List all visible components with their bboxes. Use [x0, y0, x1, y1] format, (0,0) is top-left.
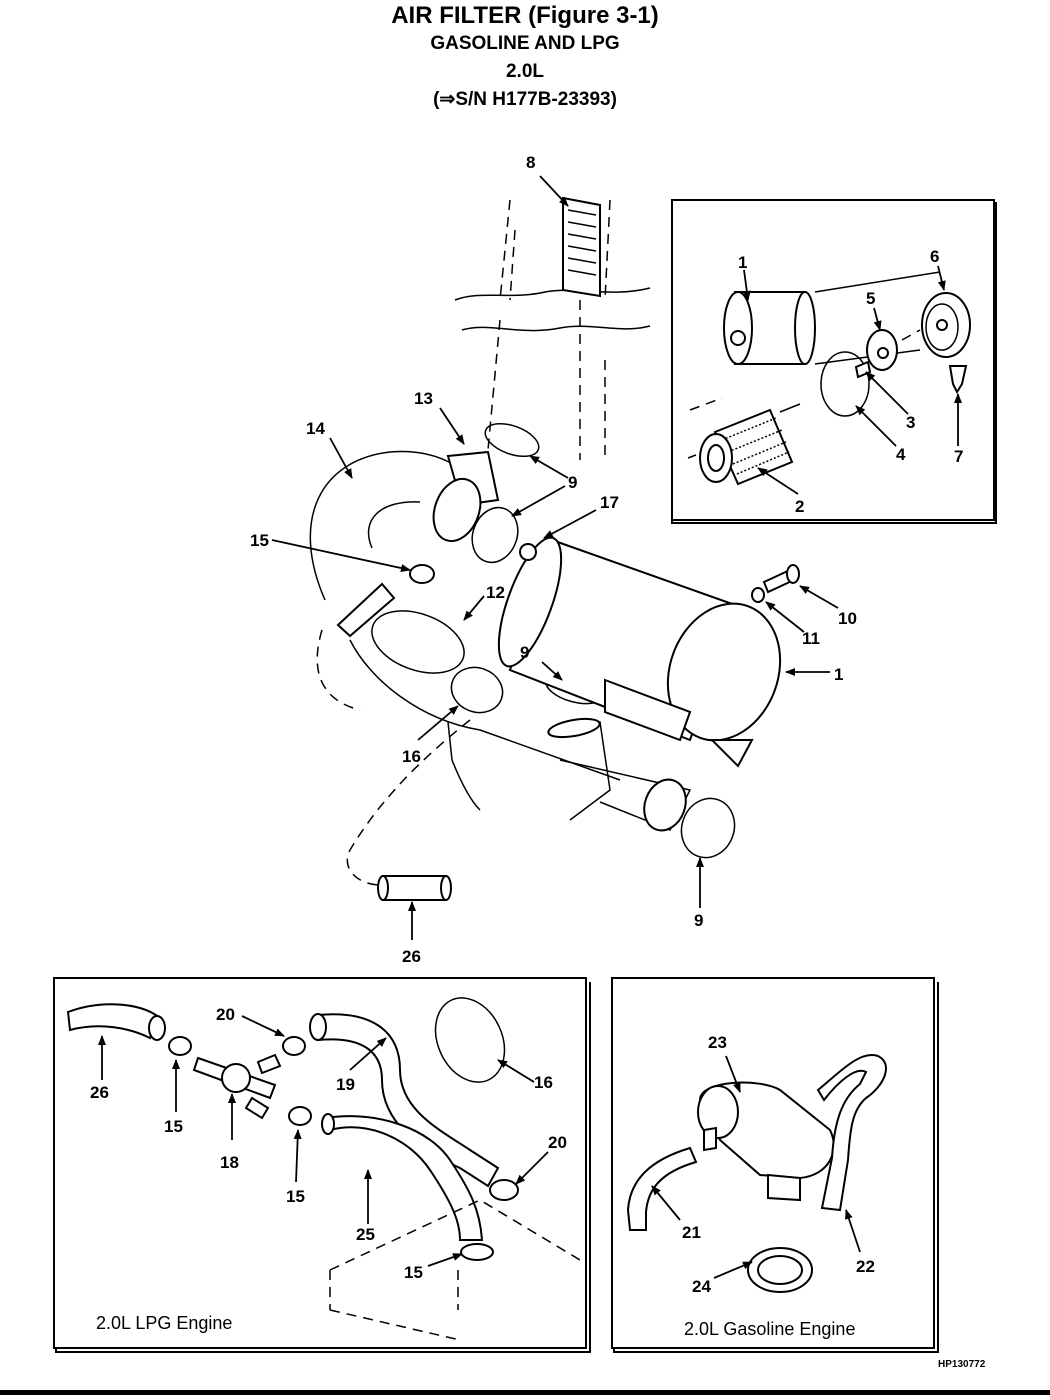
- drain-tube: [377, 875, 452, 901]
- air-adapter: [697, 1081, 835, 1202]
- outlet-pipe: [349, 639, 692, 832]
- lpg-callout-20a: 20: [216, 1005, 235, 1024]
- lpg-callout-15a: 15: [164, 1117, 183, 1136]
- callout-1-main: 1: [834, 665, 843, 684]
- callout-10: 10: [838, 609, 857, 628]
- lpg-callout-18: 18: [220, 1153, 239, 1172]
- gas-callout-21: 21: [682, 1223, 701, 1242]
- gasoline-panel-caption: 2.0L Gasoline Engine: [684, 1319, 855, 1339]
- lpg-callout-19: 19: [336, 1075, 355, 1094]
- figure-subtitle-serial: (⇒S/N H177B-23393): [433, 89, 617, 110]
- lpg-callout-16: 16: [534, 1073, 553, 1092]
- callout-5: 5: [866, 289, 875, 308]
- figure-subtitle-fuel: GASOLINE AND LPG: [430, 33, 620, 54]
- lpg-hose-26: [66, 1003, 162, 1040]
- callout-26: 26: [402, 947, 421, 966]
- air-cleaner-housing-inset: [723, 271, 941, 365]
- lpg-callout-26: 26: [90, 1083, 109, 1102]
- gas-callout-24: 24: [692, 1277, 711, 1296]
- filter-element: [687, 397, 801, 486]
- callout-3: 3: [906, 413, 915, 432]
- seal-ring: [820, 351, 870, 417]
- title-block: AIR FILTER (Figure 3-1) GASOLINE AND LPG…: [0, 0, 1050, 114]
- lpg-callout-15b: 15: [286, 1187, 305, 1206]
- washer: [751, 587, 765, 603]
- lpg-large-clamp: [434, 997, 506, 1083]
- hose-clamp-large: [371, 610, 465, 674]
- lpg-hose-25: [323, 1115, 484, 1241]
- callout-6: 6: [930, 247, 939, 266]
- callout-8: 8: [526, 153, 535, 172]
- callout-9c: 9: [694, 911, 703, 930]
- lpg-clamp: [288, 1106, 312, 1126]
- callout-7: 7: [954, 447, 963, 466]
- figure-subtitle-engine: 2.0L: [505, 61, 545, 82]
- small-clamp: [409, 564, 435, 584]
- inset-panel: [671, 199, 997, 524]
- lpg-clamp: [489, 1179, 519, 1201]
- tee-fitting: [192, 1053, 282, 1120]
- vent-grille: [562, 196, 601, 298]
- callout-11: 11: [802, 629, 820, 648]
- lpg-panel-caption: 2.0L LPG Engine: [96, 1313, 232, 1333]
- lpg-clamp: [168, 1036, 192, 1056]
- callout-17: 17: [600, 493, 619, 512]
- gasoline-panel: [611, 977, 939, 1353]
- callout-14: 14: [306, 419, 325, 438]
- lpg-clamp: [282, 1036, 306, 1056]
- mounting-bolt: [762, 564, 800, 594]
- end-cover: [901, 292, 971, 358]
- hose-clamp: [680, 797, 736, 859]
- callout-9a: 9: [568, 473, 577, 492]
- hose-clamp: [484, 422, 540, 458]
- bottom-rule: [0, 1390, 1050, 1395]
- callout-9b: 9: [520, 643, 529, 662]
- air-cleaner-housing: [497, 536, 782, 768]
- callout-1-inset: 1: [738, 253, 747, 272]
- callout-15: 15: [250, 531, 269, 550]
- gas-hose-21: [626, 1146, 698, 1231]
- callout-16: 16: [402, 747, 421, 766]
- end-cap-plate: [854, 329, 898, 379]
- short-tube: [336, 582, 396, 638]
- lpg-callout-20b: 20: [548, 1133, 567, 1152]
- dust-valve: [948, 365, 968, 395]
- gas-callout-22: 22: [856, 1257, 875, 1276]
- lpg-callout-15c: 15: [404, 1263, 423, 1282]
- callout-4: 4: [896, 445, 906, 464]
- lpg-panel: [53, 977, 591, 1353]
- figure-code: HP130772: [938, 1359, 986, 1370]
- gas-callout-23: 23: [708, 1033, 727, 1052]
- main-view: [309, 196, 800, 901]
- hose-clamp: [450, 666, 504, 714]
- lpg-clamp: [460, 1243, 494, 1261]
- figure-title: AIR FILTER (Figure 3-1): [391, 2, 659, 29]
- gas-hose-22: [816, 1054, 887, 1212]
- lpg-hose-19: [317, 1013, 500, 1188]
- callouts: 1 2 3 4 5 6 7 8 9 9 9 10 11 12 13 14 15 …: [90, 153, 963, 1296]
- intake-elbow-hose: [309, 450, 500, 601]
- callout-13: 13: [414, 389, 433, 408]
- callout-12: 12: [486, 583, 505, 602]
- callout-2: 2: [795, 497, 804, 516]
- leader-lines: [98, 175, 962, 1279]
- lpg-callout-25: 25: [356, 1225, 375, 1244]
- hose-clamp: [471, 506, 519, 564]
